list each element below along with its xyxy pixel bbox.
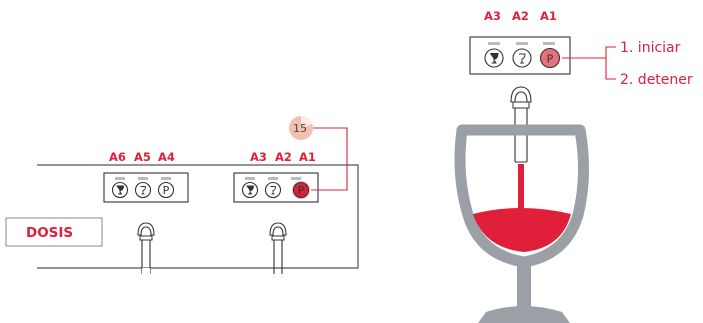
button-panel-1: P <box>103 172 189 203</box>
label-a4: A4 <box>158 150 175 164</box>
wine-glass-icon <box>454 124 590 323</box>
label-a2: A2 <box>275 150 292 164</box>
program-button-active[interactable]: P <box>292 181 310 199</box>
label-a3: A3 <box>484 9 501 23</box>
label-a6: A6 <box>109 150 126 164</box>
glass-large-icon <box>116 185 124 195</box>
label-a1: A1 <box>299 150 316 164</box>
tap-icon <box>137 222 155 276</box>
timer-callout: 15 <box>289 116 348 191</box>
program-icon: P <box>163 184 170 197</box>
glass-small-icon <box>270 186 276 195</box>
glass-small-button[interactable] <box>134 181 152 199</box>
program-icon: P <box>547 53 554 66</box>
step-start: 1. iniciar <box>620 40 681 56</box>
left-dispenser: A6 A5 A4 A3 A2 A1 P <box>5 116 359 276</box>
step-stop: 2. detener <box>620 72 693 88</box>
button-panel-2: P <box>233 172 319 203</box>
glass-large-button[interactable] <box>111 181 129 199</box>
program-button[interactable]: P <box>157 181 175 199</box>
glass-large-button[interactable] <box>484 48 504 68</box>
program-button-active[interactable]: P <box>539 47 561 69</box>
dosis-label: DOSIS <box>26 225 73 241</box>
glass-large-icon <box>246 185 254 195</box>
timer-value: 15 <box>293 122 307 135</box>
tap-icon <box>269 222 287 274</box>
label-a1: A1 <box>540 9 557 23</box>
label-a2: A2 <box>512 9 529 23</box>
button-panel-right: P <box>469 36 571 75</box>
label-a5: A5 <box>134 150 151 164</box>
glass-small-button[interactable] <box>512 48 532 68</box>
glass-large-button[interactable] <box>241 181 259 199</box>
glass-large-icon <box>490 53 499 64</box>
dosis-box: DOSIS <box>5 217 103 247</box>
step-callout: 1. iniciar 2. detener <box>562 40 693 88</box>
program-icon: P <box>298 184 305 197</box>
label-a3: A3 <box>250 150 267 164</box>
right-dispenser: A3 A2 A1 P 1. iniciar <box>454 9 693 323</box>
glass-small-button[interactable] <box>264 181 282 199</box>
glass-small-icon <box>140 186 146 195</box>
glass-small-icon <box>519 53 526 64</box>
housing-outline <box>37 164 359 269</box>
